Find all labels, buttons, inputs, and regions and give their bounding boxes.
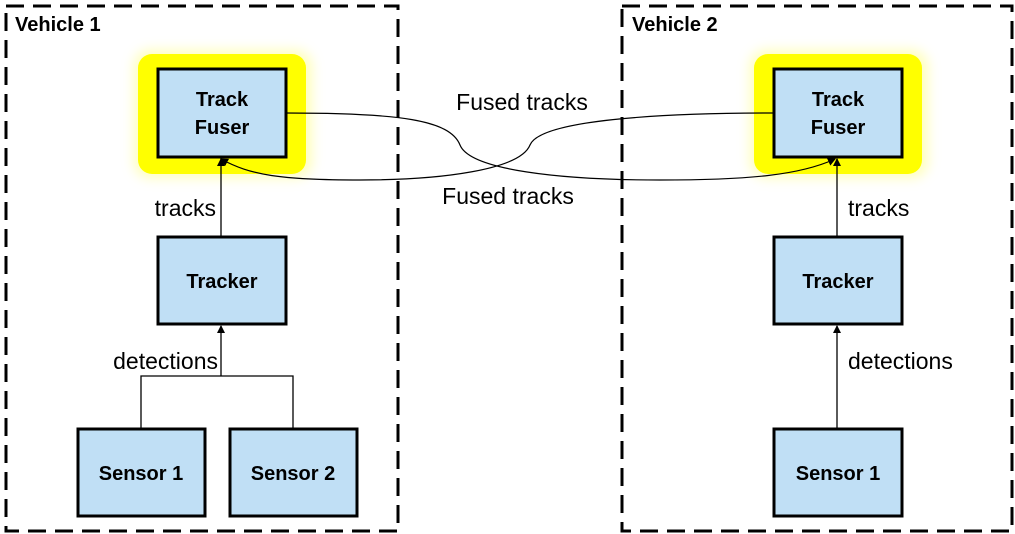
v1-tracker-label: Tracker: [186, 271, 257, 293]
v2-tracks-label: tracks: [848, 195, 909, 221]
v2-tracker-label: Tracker: [802, 271, 873, 293]
v1-sensor-join-line: [140, 375, 294, 428]
v1-tracks-label: tracks: [155, 195, 216, 221]
v1-sensor-2-box[interactable]: [228, 427, 359, 518]
fused-link-v1-to-v2: [285, 112, 836, 181]
v1-track-fuser-line1: Track: [196, 89, 249, 111]
v2-track-fuser-box[interactable]: [772, 67, 904, 159]
v1-tracker-box[interactable]: [156, 235, 288, 326]
v2-sensor-1-label: Sensor 1: [796, 463, 880, 485]
v1-detections-label: detections: [113, 348, 218, 374]
v1-track-fuser-box[interactable]: [156, 67, 288, 159]
fused-tracks-bottom-label: Fused tracks: [442, 183, 574, 209]
v2-track-fuser-line2: Fuser: [811, 117, 866, 139]
fused-tracks-top-label: Fused tracks: [456, 89, 588, 115]
v1-track-fuser-line2: Fuser: [195, 117, 250, 139]
v2-tracker-box[interactable]: [772, 235, 904, 326]
v2-detections-label: detections: [848, 348, 953, 374]
vehicle-2-title: Vehicle 2: [632, 14, 718, 36]
vehicle-2-container: [620, 4, 1014, 533]
v1-sensor-1-box[interactable]: [76, 427, 207, 518]
fused-link-v2-to-v1: [220, 112, 774, 181]
v1-sensor-2-label: Sensor 2: [251, 463, 335, 485]
v2-track-fuser-line1: Track: [812, 89, 865, 111]
vehicle-1-title: Vehicle 1: [15, 14, 101, 36]
v1-sensor-1-label: Sensor 1: [99, 463, 183, 485]
vehicle-1-container: [4, 4, 400, 533]
v2-sensor-1-box[interactable]: [772, 427, 904, 518]
